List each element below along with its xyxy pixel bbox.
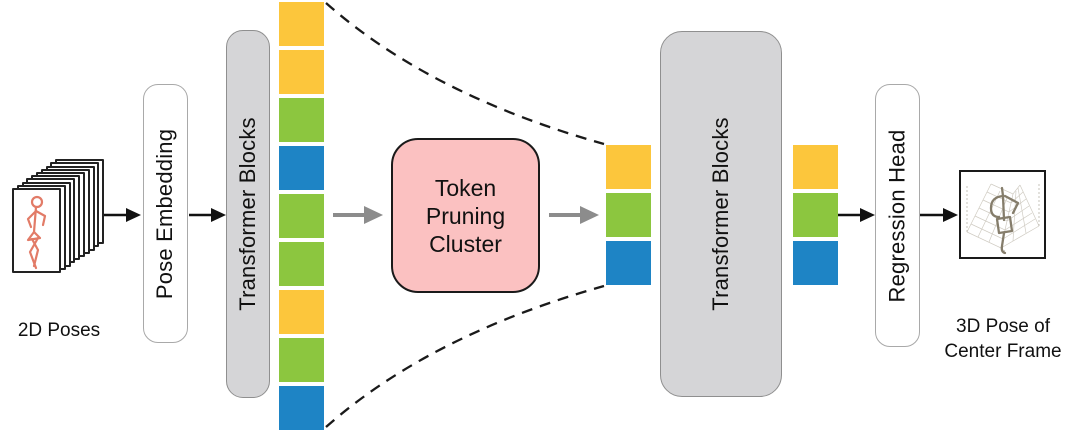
token-green	[793, 193, 838, 237]
transformer-blocks-2: Transformer Blocks	[660, 31, 782, 397]
input-caption-text: 2D Poses	[17, 320, 101, 341]
transformer-blocks-1-label: Transformer Blocks	[235, 117, 260, 311]
token-column-full	[279, 2, 324, 430]
output-caption-line2: Center Frame	[944, 341, 1062, 362]
tpc-line-1: Token	[434, 174, 497, 201]
pose-frame-front	[12, 188, 61, 273]
input-2d-pose-stack	[0, 0, 120, 290]
token-blue	[606, 241, 651, 285]
output-caption-line1: 3D Pose of	[956, 316, 1050, 337]
token-green	[606, 193, 651, 237]
token-yellow	[606, 145, 651, 189]
pose3d-figure	[989, 186, 1020, 255]
token-blue	[279, 386, 324, 430]
token-yellow	[279, 50, 324, 94]
pose3d-plot	[966, 182, 1040, 255]
transformer-blocks-2-label: Transformer Blocks	[708, 117, 733, 311]
arrow-tokens-to-pruning	[333, 206, 383, 224]
dashed-funnel-top	[325, 2, 605, 146]
pose-embedding-block: Pose Embedding	[143, 84, 188, 343]
regression-head-block: Regression Head	[875, 84, 920, 347]
token-blue	[279, 146, 324, 190]
token-column-output	[793, 145, 838, 285]
output-3d-pose-image	[959, 170, 1046, 259]
transformer-blocks-1: Transformer Blocks	[226, 30, 270, 398]
token-green	[279, 242, 324, 286]
token-yellow	[279, 2, 324, 46]
token-green	[279, 98, 324, 142]
token-column-pruned	[606, 145, 651, 285]
input-caption: 2D Poses	[0, 318, 118, 343]
arrow-tokens-to-regression	[838, 208, 875, 222]
token-pruning-cluster-block: Token Pruning Cluster	[391, 138, 540, 293]
tpc-line-3: Cluster	[429, 230, 502, 257]
arrow-regression-to-output	[920, 208, 958, 222]
token-blue	[793, 241, 838, 285]
token-yellow	[279, 290, 324, 334]
token-green	[279, 194, 324, 238]
pose-embedding-label: Pose Embedding	[152, 128, 178, 299]
tpc-line-2: Pruning	[425, 202, 506, 229]
token-green	[279, 338, 324, 382]
pose2d-figure	[26, 195, 47, 270]
arrow-pruning-to-tokens	[549, 206, 599, 224]
dashed-funnel-bottom	[325, 284, 605, 428]
token-yellow	[793, 145, 838, 189]
arrow-embedding-to-transformer1	[189, 208, 226, 222]
regression-head-label: Regression Head	[884, 129, 910, 302]
output-caption: 3D Pose of Center Frame	[928, 314, 1078, 364]
